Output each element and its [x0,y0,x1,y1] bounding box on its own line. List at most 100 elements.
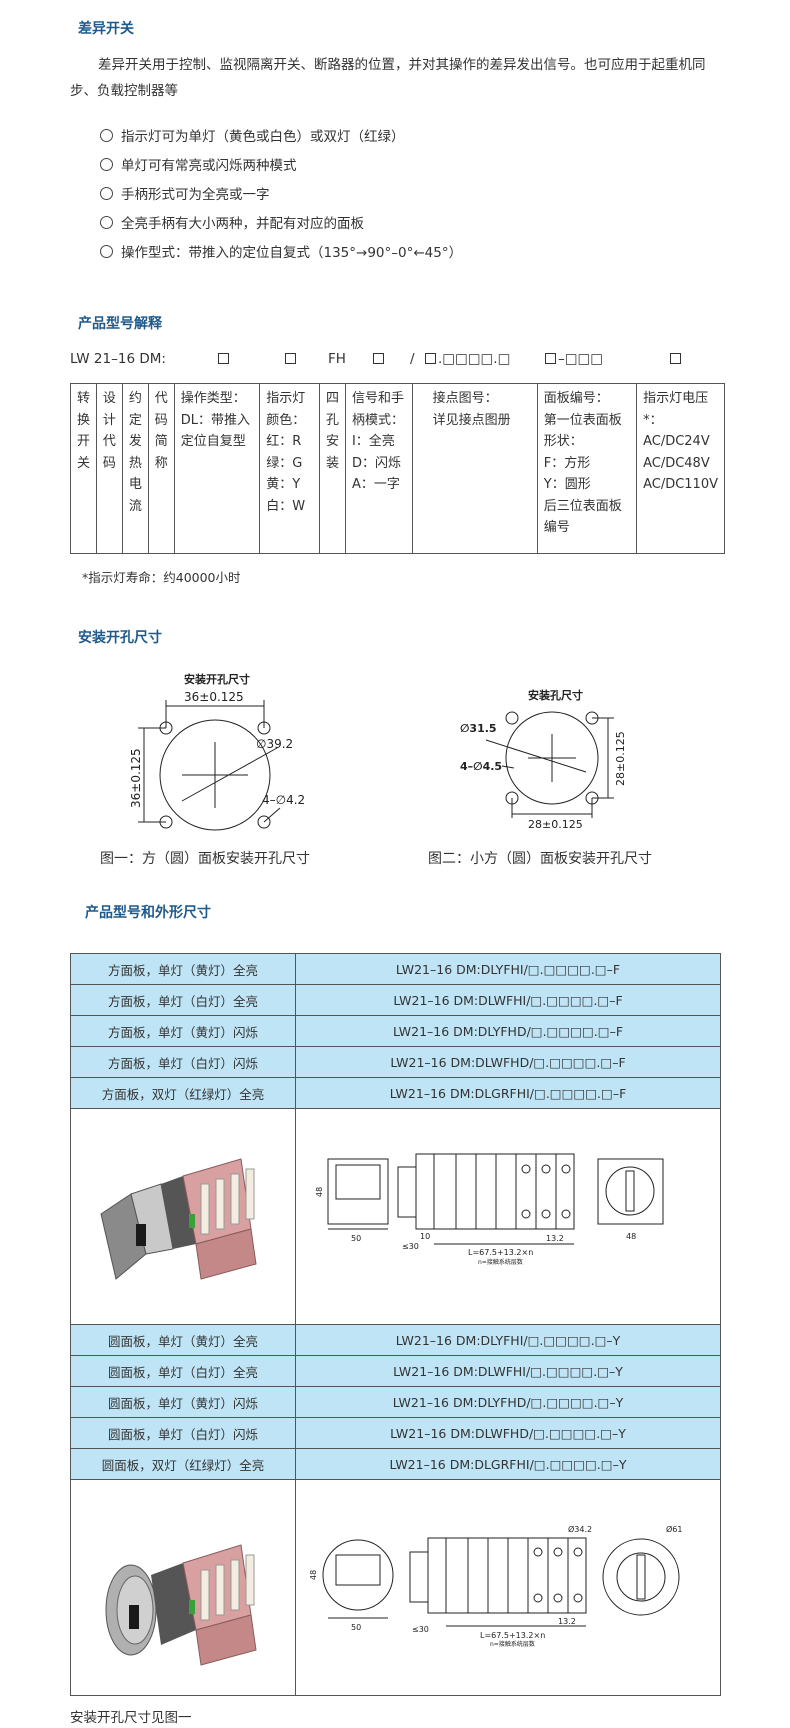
model-box-3 [373,351,384,367]
model-box-1 [218,351,229,367]
model-row-code: LW21–16 DM:DLWFHI/□.□□□□.□–F [295,984,721,1016]
bullet-circle-icon [100,215,113,229]
code-col-8: 接点图号： 详见接点图册 [411,383,538,554]
model-dash-code: –□□□ [558,351,604,367]
switch-photo-round [105,1544,257,1666]
code-col-9: 面板编号： 第一位表面板 形状： F：方形 Y：圆形 后三位表面板 编号 [536,383,638,554]
code-col-0: 转换开关 [70,383,97,554]
code-col-10: 指示灯电压*： AC/DC24V AC/DC48V AC/DC110V [636,383,725,554]
feature-item: 手柄形式可为全亮或一字 [100,183,270,203]
feature-item: 操作型式：带推入的定位自复式（135°→90°–0°←45°） [100,241,462,261]
feature-text: 全亮手柄有大小两种，并配有对应的面板 [121,216,364,232]
drawing-dim-61: Ø61 [666,1524,682,1534]
round-image-row: 48 50 [70,1479,721,1696]
drawing-dim-n: n=接触系统层数 [478,1258,523,1266]
code-col-1: 设计代码 [95,383,123,554]
model-code-table: 转换开关 设计代码 约定发热电流 代码简称 操作类型： DL：带推入 定位自复型… [70,383,725,554]
drawing-dim-342: Ø34.2 [568,1524,592,1534]
model-row-label: 方面板，单灯（黄灯）闪烁 [70,1015,296,1047]
fig1-dim-holes: 4–∅4.2 [262,793,305,807]
model-box-6 [670,351,681,367]
fig2-dim-width: 28±0.125 [528,818,583,831]
model-row-code: LW21–16 DM:DLYFHI/□.□□□□.□–F [295,953,721,985]
drawing-round-dim-48: 48 [309,1570,318,1580]
section-title-mounting: 安装开孔尺寸 [78,630,162,646]
fig1-dim-dia: ∅39.2 [256,737,293,751]
bullet-circle-icon [100,244,113,258]
drawing-round-dim-30: ≤30 [412,1625,429,1634]
fig2-dim-height: 28±0.125 [614,731,627,786]
fig1-caption: 图一：方（圆）面板安装开孔尺寸 [100,851,310,867]
bullet-circle-icon [100,128,113,142]
round-drawing: 48 50 [295,1479,721,1696]
model-row-label: 方面板，单灯（黄灯）全亮 [70,953,296,985]
feature-text: 手柄形式可为全亮或一字 [121,187,270,203]
switch-photo-square [100,1158,257,1280]
drawing-dim-48: 48 [315,1187,324,1197]
model-code-line: LW 21–16 DM: FH / .□□□□.□ –□□□ [70,351,730,371]
model-dot-code: .□□□□.□ [438,351,511,367]
fig1-dim-width: 36±0.125 [184,690,244,704]
fig1-drawing: 安装开孔尺寸 36±0.125 36±0.125 ∅39.2 4–∅4.2 [129,672,305,831]
drawing-dim-L: L=67.5+13.2×n [468,1248,533,1257]
code-col-3: 代码简称 [147,383,175,554]
square-drawing: 48 50 [295,1108,721,1325]
section-title-diff-switch: 差异开关 [78,21,134,37]
model-row-code: LW21–16 DM:DLYFHD/□.□□□□.□–Y [295,1386,721,1418]
fig2-drawing: 安装孔尺寸 ∅31.5 4–∅4.5 28±0.125 28±0.125 [460,688,627,831]
square-image-row: 48 50 [70,1108,721,1325]
model-row-code: LW21–16 DM:DLWFHD/□.□□□□.□–Y [295,1417,721,1449]
feature-item: 单灯可有常亮或闪烁两种模式 [100,154,297,174]
intro-paragraph: 差异开关用于控制、监视隔离开关、断路器的位置，并对其操作的差异发出信号。也可应用… [70,52,730,104]
drawing-dim-48b: 48 [626,1232,636,1241]
lamp-life-note: *指示灯寿命：约40000小时 [82,570,241,585]
code-col-7: 信号和手 柄模式： I：全亮 D：闪烁 A：一字 [344,383,413,554]
model-row-label: 方面板，单灯（白灯）全亮 [70,984,296,1016]
drawing-round-dim-132: 13.2 [558,1617,576,1626]
model-row-code: LW21–16 DM:DLWFHI/□.□□□□.□–Y [295,1355,721,1387]
model-row-code: LW21–16 DM:DLWFHD/□.□□□□.□–F [295,1046,721,1078]
drawing-dim-132: 13.2 [546,1234,564,1243]
model-slash: / [410,351,415,367]
model-row-code: LW21–16 DM:DLGRFHI/□.□□□□.□–Y [295,1448,721,1480]
model-row-label: 圆面板，单灯（黄灯）全亮 [70,1324,296,1356]
code-col-5: 指示灯 颜色： 红：R 绿：G 黄：Y 白：W [259,383,320,554]
feature-item: 全亮手柄有大小两种，并配有对应的面板 [100,212,364,232]
drawing-dim-30: ≤30 [402,1242,419,1251]
code-col-2: 约定发热电流 [121,383,149,554]
drawing-round-dim-50: 50 [351,1623,361,1632]
model-fh: FH [328,351,346,367]
dimension-drawing-round: 48 50 [309,1524,682,1648]
fig2-dim-holes: 4–∅4.5 [460,760,502,773]
fig2-heading: 安装孔尺寸 [528,688,583,702]
model-row-label: 圆面板，单灯（白灯）全亮 [70,1355,296,1387]
section-title-model-explain: 产品型号解释 [78,316,162,332]
code-col-6: 四孔安装 [319,383,346,554]
footer-note: 安装开孔尺寸见图一 [70,1710,192,1726]
drawing-dim-10: 10 [420,1232,430,1241]
model-row-label: 方面板，双灯（红绿灯）全亮 [70,1077,296,1109]
bullet-circle-icon [100,186,113,200]
round-switch-photo [70,1479,296,1696]
model-row-label: 圆面板，单灯（黄灯）闪烁 [70,1386,296,1418]
model-row-code: LW21–16 DM:DLYFHI/□.□□□□.□–Y [295,1324,721,1356]
feature-item: 指示灯可为单灯（黄色或白色）或双灯（红绿） [100,125,405,145]
model-row-code: LW21–16 DM:DLGRFHI/□.□□□□.□–F [295,1077,721,1109]
drawing-dim-50: 50 [351,1234,361,1243]
model-box-2 [285,351,296,367]
model-row-label: 圆面板，双灯（红绿灯）全亮 [70,1448,296,1480]
square-switch-photo [70,1108,296,1325]
drawing-round-dim-L: L=67.5+13.2×n [480,1631,545,1640]
intro-text: 差异开关用于控制、监视隔离开关、断路器的位置，并对其操作的差异发出信号。也可应用… [70,57,706,99]
fig1-dim-height: 36±0.125 [129,748,143,808]
feature-text: 指示灯可为单灯（黄色或白色）或双灯（红绿） [121,129,405,145]
dimension-drawing-square: 48 50 [315,1153,664,1266]
